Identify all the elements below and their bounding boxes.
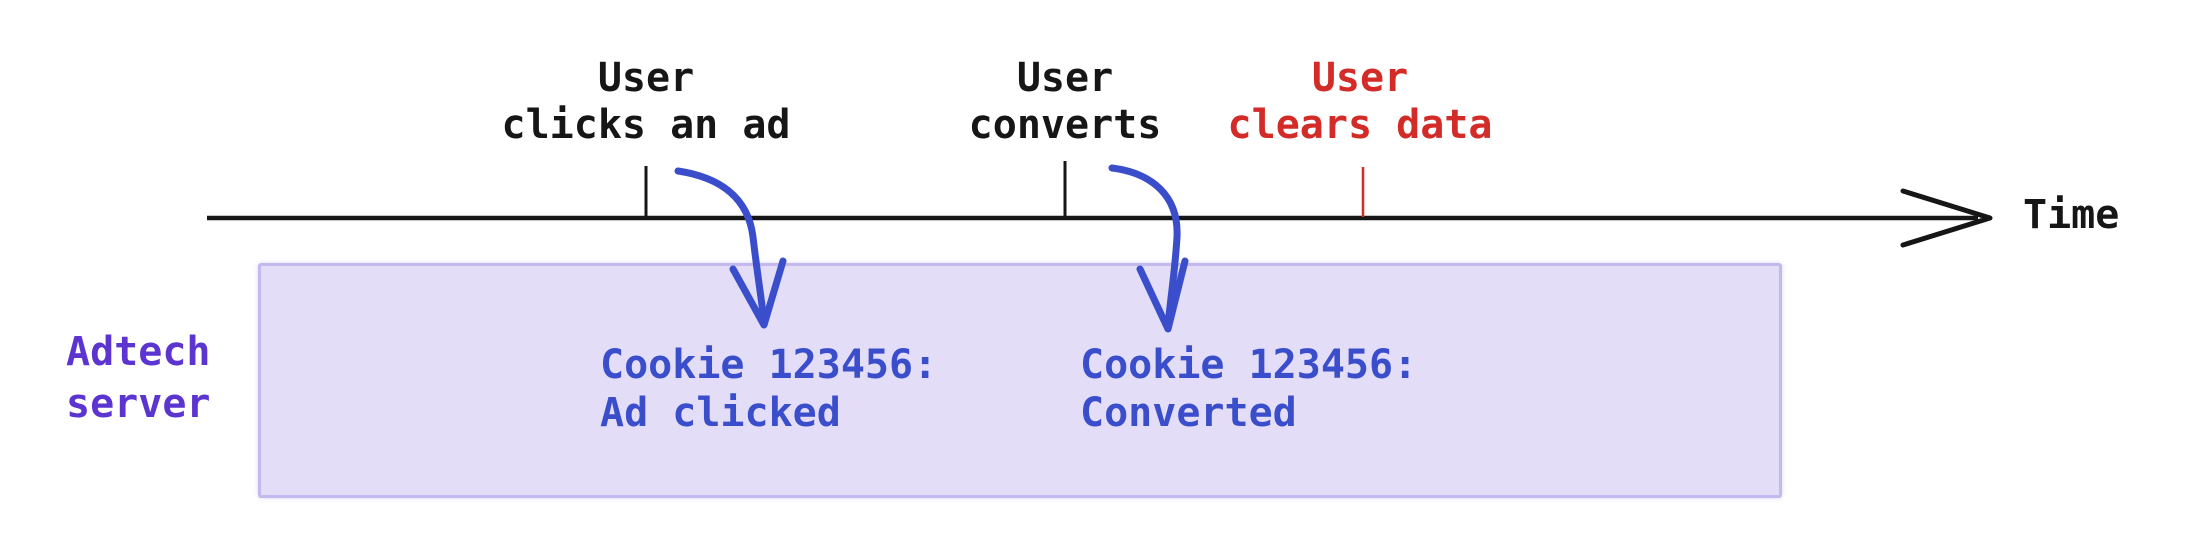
cookie-record-line: Ad clicked — [600, 390, 841, 436]
time-axis-arrowhead-icon — [1900, 188, 1993, 248]
cookie-record-converted: Cookie 123456: Converted — [1080, 341, 1417, 437]
adtech-server-box — [258, 263, 1782, 498]
event-label-line: User — [1016, 55, 1114, 101]
event-label-line: converts — [968, 102, 1162, 148]
event-label-user-clears-data: User clears data — [1150, 55, 1570, 149]
event-label-line: User — [597, 55, 695, 101]
event-label-line: User — [1311, 55, 1409, 101]
server-label-line: Adtech — [66, 329, 211, 375]
cookie-record-line: Cookie 123456: — [1080, 342, 1418, 388]
event-label-line: clicks an ad — [501, 102, 791, 148]
event-label-user-converts: User converts — [855, 55, 1275, 149]
cookie-record-ad-clicked: Cookie 123456: Ad clicked — [600, 341, 937, 437]
cookie-record-line: Converted — [1080, 390, 1297, 436]
event-label-user-clicks-ad: User clicks an ad — [436, 55, 856, 149]
cookie-record-line: Cookie 123456: — [600, 342, 938, 388]
time-axis-label: Time — [2023, 192, 2120, 238]
adtech-server-label: Adtech server — [66, 326, 211, 430]
event-label-line: clears data — [1227, 102, 1493, 148]
server-label-line: server — [66, 381, 211, 427]
